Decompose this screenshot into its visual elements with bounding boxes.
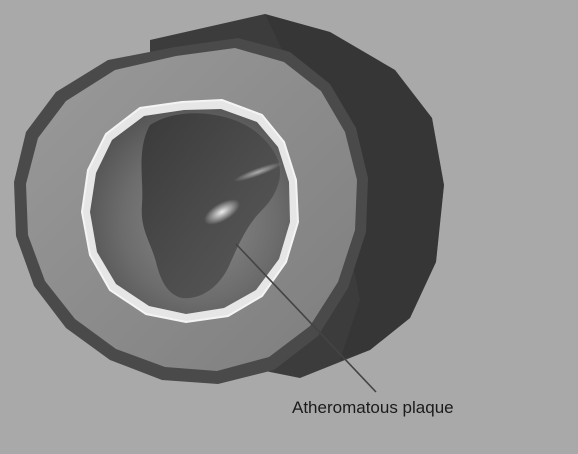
plaque-label: Atheromatous plaque bbox=[292, 398, 454, 418]
